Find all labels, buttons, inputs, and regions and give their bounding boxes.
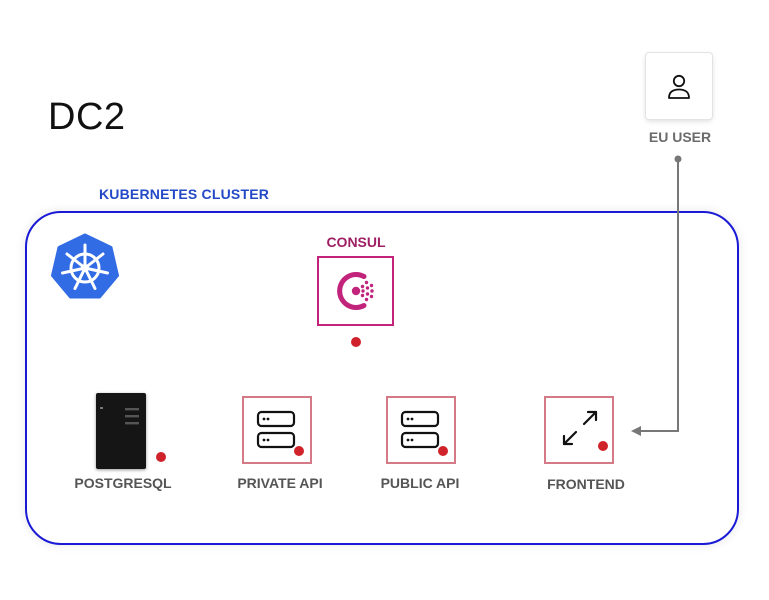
datacenter-title: DC2	[48, 96, 126, 138]
postgresql-label: POSTGRESQL	[74, 475, 172, 491]
public-api-proxy-dot	[438, 446, 448, 456]
cluster-label: KUBERNETES CLUSTER	[99, 186, 270, 202]
server-tower-icon	[100, 407, 139, 425]
private-api-proxy-dot	[294, 446, 304, 456]
connector-arrowhead	[631, 426, 641, 436]
kubernetes-logo	[51, 233, 119, 299]
consul-proxy-dot	[351, 337, 361, 347]
frontend-label: FRONTEND	[547, 476, 625, 492]
frontend-node[interactable]	[544, 396, 614, 464]
user-label: EU USER	[648, 129, 712, 145]
consul-label: CONSUL	[326, 234, 386, 250]
expand-arrows-icon	[562, 410, 598, 446]
consul-icon	[336, 272, 374, 310]
postgresql-server[interactable]	[96, 393, 146, 469]
consul-node[interactable]	[317, 256, 394, 326]
private-api-label: PRIVATE API	[237, 475, 323, 491]
server-stack-icon	[256, 410, 296, 449]
frontend-proxy-dot	[598, 441, 608, 451]
public-api-label: PUBLIC API	[380, 475, 460, 491]
user-icon	[668, 74, 690, 99]
postgresql-proxy-dot	[156, 452, 166, 462]
user-node[interactable]	[646, 53, 712, 119]
server-stack-icon	[400, 410, 440, 449]
